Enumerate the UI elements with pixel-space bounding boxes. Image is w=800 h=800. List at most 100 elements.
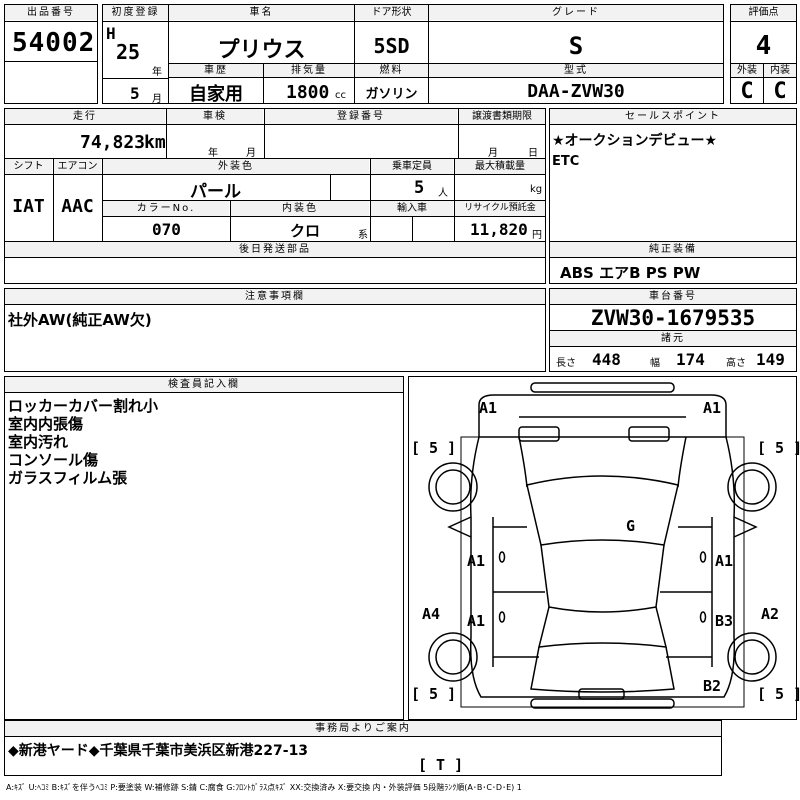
import-header: 輸入車 [371, 201, 453, 216]
office-text: ◆新港ヤード◆千葉県千葉市美浜区新港227-13 [8, 743, 309, 759]
mark-tire-rl: [ 5 ] [411, 685, 457, 703]
mark-trunk: [ T ] [418, 756, 464, 774]
mark-rear-right: B2 [703, 677, 722, 695]
interior-color: クロ [290, 222, 321, 240]
grade: S [568, 32, 584, 60]
exterior-score: C [740, 79, 754, 104]
inspector-note-3: 室内汚れ [8, 433, 69, 451]
int-color-header: 内装色 [231, 201, 369, 216]
mileage-unit: km [144, 132, 166, 153]
inspection-header: 車検 [167, 109, 263, 124]
model-header: 型式 [429, 64, 723, 77]
spec-width: 174 [676, 350, 705, 369]
history-header: 車歴 [169, 64, 263, 77]
car-name-header: 車名 [169, 5, 354, 20]
color-no-header: カラーNo. [103, 201, 229, 216]
inspector-box [4, 376, 404, 720]
transfer-day-unit: 日 [528, 148, 538, 159]
notes-header: 注意事項欄 [5, 289, 545, 304]
capacity: 5 [414, 178, 425, 198]
office-box [4, 720, 722, 776]
recycle-header: リサイクル預託金 [455, 201, 545, 216]
inspector-note-4: コンソール傷 [8, 451, 99, 469]
overall-score: 4 [755, 31, 772, 61]
sales-point-2: ETC [552, 154, 580, 169]
mark-rocker-right: A2 [761, 605, 780, 623]
interior-score: C [773, 79, 787, 104]
top-info-table: 出品番号 54002 初度登録 H 25 年 5 月 車名 プリウス ドア形状 … [4, 4, 797, 105]
inspector-note-1: ロッカーカバー割れ小 [8, 397, 159, 415]
spec-length: 448 [592, 350, 621, 369]
recycle-fee: 11,820 [470, 220, 528, 239]
sales-point-box [549, 108, 797, 284]
notes-box [4, 288, 546, 372]
inspection-month-unit: 月 [246, 148, 256, 159]
int-score-cell [763, 63, 797, 104]
mark-front-left: A1 [479, 399, 498, 417]
reg-no-header: 登録番号 [265, 109, 457, 124]
mark-door-rr: B3 [715, 612, 734, 630]
chassis-number: ZVW30-1679535 [590, 306, 756, 330]
shift-type: IAT [12, 196, 45, 217]
sales-point-header: セールスポイント [550, 109, 796, 124]
shift-header: シフト [5, 159, 52, 174]
displacement-unit: cc [335, 90, 346, 101]
first-reg-year-unit: 年 [152, 67, 162, 78]
vehicle-history: 自家用 [189, 84, 243, 105]
inspection-year-unit: 年 [208, 148, 218, 159]
car-name: プリウス [217, 38, 306, 63]
fuel-type: ガソリン [365, 87, 418, 102]
mark-tire-fl: [ 5 ] [411, 439, 457, 457]
inspector-header: 検査員記入欄 [5, 377, 403, 392]
inspector-note-2: 室内内張傷 [8, 415, 84, 433]
door-shape: 5SD [373, 34, 410, 58]
model-cell [428, 63, 724, 104]
details-block: 走行 車検 登録番号 譲渡書類期限 74,823 km 年 月 月 日 シフト … [4, 108, 546, 284]
spec-length-label: 長さ [556, 358, 576, 369]
lot-number-header: 出品番号 [5, 5, 97, 20]
first-reg-month-unit: 月 [152, 94, 162, 105]
interior-color-unit: 系 [358, 230, 368, 241]
specs-header: 諸元 [550, 331, 796, 346]
mark-tire-fr: [ 5 ] [757, 439, 800, 457]
spec-height: 149 [756, 350, 785, 369]
capacity-header: 乗車定員 [371, 159, 453, 174]
later-parts-box [4, 241, 546, 284]
mark-door-rl: A1 [467, 612, 486, 630]
max-load-header: 最大積載量 [455, 159, 545, 174]
damage-legend: A:ｷｽﾞ U:ﾍｺﾐ B:ｷｽﾞを伴うﾍｺﾐ P:要塗装 W:補修跡 S:錆 … [6, 783, 522, 792]
mark-tire-rr: [ 5 ] [757, 685, 800, 703]
aircon-header: エアコン [54, 159, 101, 174]
genuine-header: 純正装備 [550, 242, 796, 257]
score-header: 評価点 [731, 5, 796, 20]
spec-height-label: 高さ [726, 358, 746, 369]
lot-number-lower-cell [4, 61, 98, 104]
exterior-color: パール [190, 182, 241, 202]
mark-front-right: A1 [703, 399, 722, 417]
mark-rocker-left: A4 [422, 605, 441, 623]
recycle-unit: 円 [532, 230, 542, 241]
door-header: ドア形状 [355, 5, 428, 20]
displacement-header: 排気量 [264, 64, 354, 77]
ext-score-header: 外装 [731, 64, 763, 77]
fuel-header: 燃料 [355, 64, 428, 77]
load-unit: kg [530, 184, 543, 195]
aircon-type: AAC [61, 196, 94, 217]
color-number: 070 [152, 220, 181, 239]
lot-number: 54002 [12, 28, 96, 58]
mark-roof: G [626, 517, 636, 535]
mileage-header: 走行 [5, 109, 165, 124]
office-header: 事務局よりご案内 [5, 721, 721, 736]
mark-door-fr: A1 [715, 552, 734, 570]
sales-point-1: ★オークションデビュー★ [552, 133, 718, 149]
ext-color-header: 外装色 [103, 159, 369, 174]
chassis-header: 車台番号 [550, 289, 796, 304]
grade-header: グレード [429, 5, 723, 20]
int-score-header: 内装 [764, 64, 796, 77]
displacement: 1800 [286, 82, 330, 103]
first-reg-month: 5 [130, 84, 140, 103]
later-parts-header: 後日発送部品 [5, 242, 545, 257]
transfer-month-unit: 月 [488, 148, 498, 159]
mark-door-fl: A1 [467, 552, 486, 570]
capacity-unit: 人 [438, 188, 448, 199]
